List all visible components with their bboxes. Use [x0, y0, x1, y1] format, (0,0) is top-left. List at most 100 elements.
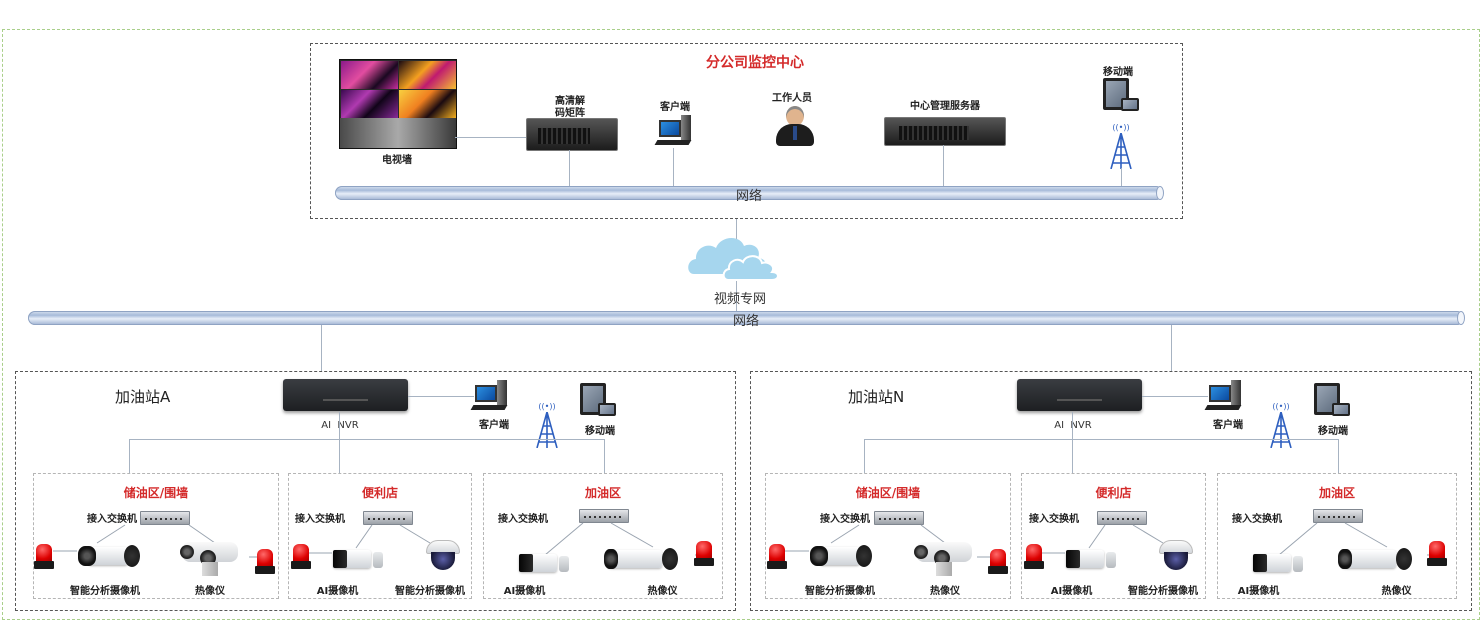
link-line [673, 148, 674, 186]
zone-box [765, 473, 1011, 599]
access-switch-icon [874, 511, 924, 525]
switch-label: 接入交换机 [1232, 514, 1282, 525]
zone-links [53, 524, 267, 558]
hq-network-label: 网络 [735, 189, 762, 204]
switch-label: 接入交换机 [295, 514, 345, 525]
station-a-client-label: 客户端 [479, 420, 509, 431]
alarm-beacon-icon [1024, 544, 1044, 570]
access-switch-icon [363, 511, 413, 525]
mobile-tablet-icon [1314, 383, 1352, 417]
device-label: AI摄像机 [316, 586, 359, 597]
link-line [339, 412, 340, 473]
zone-links [544, 522, 707, 556]
zone-links [1039, 524, 1164, 554]
decoder-label-line2: 码矩阵 [555, 108, 585, 119]
link-line [864, 439, 1338, 440]
device-label: AI摄像机 [1050, 586, 1093, 597]
device-label: 热像仪 [647, 586, 678, 597]
switch-label: 接入交换机 [498, 514, 548, 525]
zone-links [306, 524, 431, 554]
hq-client-label: 客户端 [660, 102, 690, 113]
mobile-tablet-icon [1103, 78, 1141, 112]
station-n-client-label: 客户端 [1213, 420, 1243, 431]
access-switch-icon [579, 509, 629, 523]
zone-links [785, 524, 997, 558]
link-line [569, 150, 570, 186]
client-pc-icon [654, 115, 695, 147]
video-wall-label: 电视墙 [382, 155, 412, 166]
decoder-matrix-icon [526, 118, 618, 151]
zone-links [1278, 522, 1439, 556]
dome-camera-icon [1159, 540, 1193, 572]
link-line [1121, 168, 1122, 186]
zone-box [288, 473, 472, 599]
antenna-tower-icon: ((•)) [1107, 124, 1135, 169]
device-label: 热像仪 [1381, 586, 1412, 597]
link-line [129, 439, 604, 440]
station-n-box [750, 371, 1472, 611]
link-line [943, 145, 944, 186]
ai-camera-icon [1245, 550, 1305, 576]
alarm-beacon-icon [694, 541, 714, 567]
link-line [1142, 396, 1208, 397]
switch-label: 接入交换机 [820, 514, 870, 525]
decoder-label-line1: 高清解 [555, 96, 585, 107]
smart-analysis-camera-icon [810, 543, 874, 569]
station-a-nvr-label: AI NVR [321, 420, 359, 431]
alarm-beacon-icon [767, 544, 787, 570]
access-switch-icon [1097, 511, 1147, 525]
device-label: AI摄像机 [1237, 586, 1280, 597]
link-line [1171, 325, 1172, 371]
station-a-title: 加油站A [115, 388, 171, 406]
backbone-network-bus: 网络 [28, 311, 1465, 329]
ai-camera-icon [325, 546, 385, 572]
station-n-title: 加油站N [848, 388, 905, 406]
thermal-imager-icon [602, 546, 682, 572]
zone-box [1021, 473, 1206, 599]
client-pc-icon [1204, 380, 1245, 412]
client-pc-icon [470, 380, 511, 412]
ai-camera-icon [1058, 546, 1118, 572]
switch-label: 接入交换机 [87, 514, 137, 525]
alarm-beacon-icon [988, 549, 1008, 575]
link-line [864, 439, 865, 473]
antenna-tower-icon: ((•)) [1267, 403, 1295, 448]
smart-analysis-camera-icon [78, 543, 142, 569]
dome-camera-icon [426, 540, 460, 572]
zone-title: 加油区 [584, 486, 621, 500]
thermal-imager-icon [180, 538, 242, 576]
center-server-label: 中心管理服务器 [910, 101, 980, 112]
hq-mobile-label: 移动端 [1103, 67, 1133, 78]
link-line [1072, 412, 1073, 473]
zone-box [483, 473, 723, 599]
link-line [129, 439, 130, 473]
cloud-label: 视频专网 [713, 292, 766, 307]
zone-box [33, 473, 279, 599]
switch-label: 接入交换机 [1029, 514, 1079, 525]
link-line [321, 325, 322, 371]
zone-title: 储油区/围墙 [855, 486, 921, 500]
diagram-frame [2, 29, 1480, 620]
video-wall-icon [339, 59, 457, 149]
alarm-beacon-icon [255, 549, 275, 575]
access-switch-icon [1313, 509, 1363, 523]
staff-person-icon [776, 106, 814, 148]
zone-title: 加油区 [1318, 486, 1355, 500]
link-line [604, 439, 605, 473]
device-label: 智能分析摄像机 [395, 586, 465, 597]
station-n-nvr-label: AI NVR [1054, 420, 1092, 431]
mobile-tablet-icon [580, 383, 618, 417]
ai-nvr-icon [283, 379, 408, 411]
cloud-icon [686, 234, 786, 284]
device-label: 智能分析摄像机 [70, 586, 140, 597]
link-line [455, 137, 527, 138]
zone-title: 便利店 [1095, 486, 1132, 500]
antenna-tower-icon: ((•)) [533, 403, 561, 448]
staff-label: 工作人员 [772, 93, 812, 104]
station-a-box [15, 371, 736, 611]
ai-camera-icon [511, 550, 571, 576]
station-a-mobile-label: 移动端 [585, 426, 615, 437]
device-label: 智能分析摄像机 [1128, 586, 1198, 597]
link-line [1338, 439, 1339, 473]
ai-nvr-icon [1017, 379, 1142, 411]
